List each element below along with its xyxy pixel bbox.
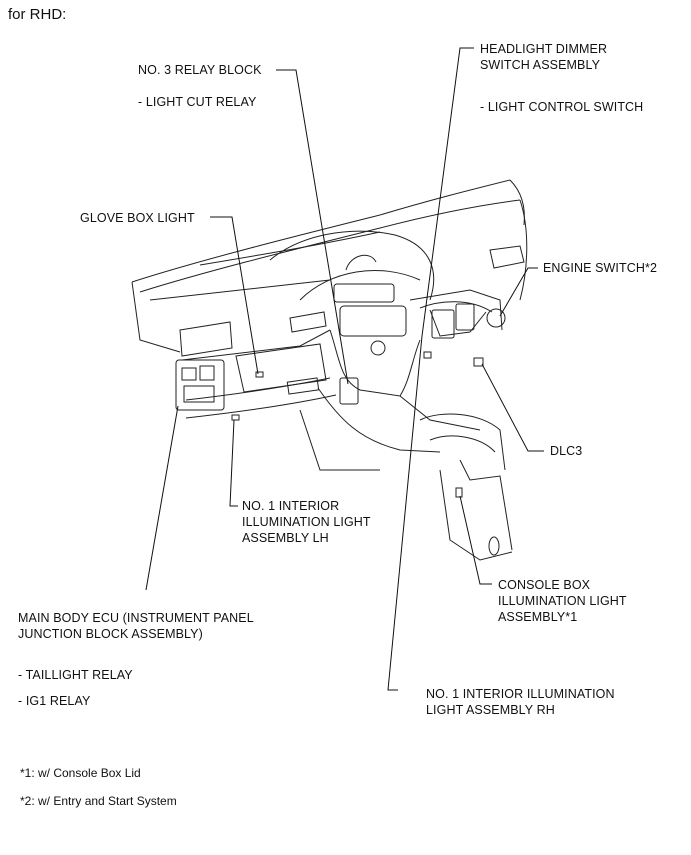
label-glove-box-light: GLOVE BOX LIGHT (80, 211, 195, 225)
label-console-2: ILLUMINATION LIGHT (498, 594, 627, 608)
label-engine-switch: ENGINE SWITCH*2 (543, 261, 658, 275)
label-main-body-ecu-1: MAIN BODY ECU (INSTRUMENT PANEL (18, 611, 254, 625)
label-headlight-dimmer: HEADLIGHT DIMMER (480, 42, 608, 56)
label-ig1-relay: - IG1 RELAY (18, 694, 91, 708)
footnote-2: *2: w/ Entry and Start System (20, 794, 177, 808)
label-interior-lh-2: ILLUMINATION LIGHT (242, 515, 371, 529)
label-interior-lh-1: NO. 1 INTERIOR (242, 499, 340, 513)
label-console-3: ASSEMBLY*1 (498, 610, 578, 624)
label-light-cut-relay: - LIGHT CUT RELAY (138, 95, 257, 109)
label-console-1: CONSOLE BOX (498, 578, 591, 592)
label-headlight-dimmer-2: SWITCH ASSEMBLY (480, 58, 601, 72)
label-interior-rh-1: NO. 1 INTERIOR ILLUMINATION (426, 687, 615, 701)
label-dlc3: DLC3 (550, 444, 583, 458)
label-taillight-relay: - TAILLIGHT RELAY (18, 668, 133, 682)
label-relay-block: NO. 3 RELAY BLOCK (138, 63, 262, 77)
label-main-body-ecu-2: JUNCTION BLOCK ASSEMBLY) (18, 627, 203, 641)
label-interior-rh-2: LIGHT ASSEMBLY RH (426, 703, 555, 717)
footnote-1: *1: w/ Console Box Lid (20, 766, 141, 780)
page-title: for RHD: (8, 6, 67, 23)
label-interior-lh-3: ASSEMBLY LH (242, 531, 329, 545)
label-light-control-switch: - LIGHT CONTROL SWITCH (480, 100, 644, 114)
